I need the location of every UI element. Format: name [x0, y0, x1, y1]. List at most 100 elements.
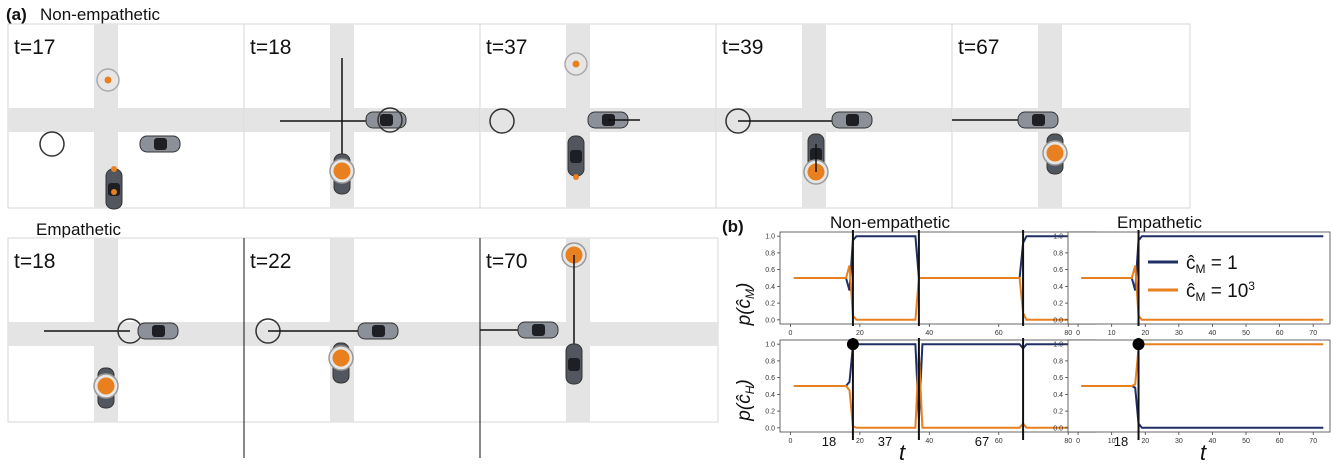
- frame-time-label: t=70: [486, 250, 527, 273]
- frame-panel: t=67: [951, 23, 1191, 209]
- y-tick-label: 0.2: [1053, 301, 1063, 308]
- human-agent-dot: [572, 60, 580, 68]
- road-vertical: [566, 24, 590, 208]
- y-tick-label: 0.8: [1053, 250, 1063, 257]
- road-horizontal: [8, 108, 246, 132]
- frame-time-label: t=18: [250, 36, 291, 59]
- y-tick-label: 1.0: [765, 234, 775, 241]
- car-icon: [137, 322, 179, 340]
- car-roof: [532, 324, 545, 336]
- agent-dot: [573, 174, 579, 180]
- y-tick-label: 0.8: [765, 250, 775, 257]
- y-tick-label: 0.4: [1053, 284, 1063, 291]
- human-agent-dot: [1046, 144, 1064, 162]
- series-line: [1081, 265, 1324, 321]
- road-vertical: [330, 238, 354, 422]
- car-roof: [568, 358, 580, 371]
- legend-entry-1: ĉM = 1: [1186, 253, 1238, 276]
- x-tick-label: 0: [1076, 330, 1080, 337]
- frame-panel: t=17: [7, 23, 247, 210]
- human-agent-dot: [333, 162, 351, 180]
- human-agent-dot: [97, 377, 115, 395]
- x-tick-label: 40: [1209, 330, 1217, 337]
- car-icon: [567, 135, 585, 177]
- y-tick-label: 0.4: [1053, 392, 1063, 399]
- x-axis-label-right: t: [1200, 440, 1207, 464]
- panel-b-label: (b): [722, 217, 744, 236]
- frame-time-label: t=39: [722, 36, 763, 59]
- frame-time-label: t=17: [14, 36, 55, 59]
- x-tick-label: 60: [1276, 438, 1284, 445]
- human-agent-dot: [104, 76, 112, 84]
- callout-t67: 67: [975, 434, 989, 449]
- frame-panel: t=18: [243, 23, 483, 209]
- panel-a-label: (a): [6, 5, 27, 24]
- x-tick-label: 20: [856, 438, 864, 445]
- human-agent-dot: [332, 349, 350, 367]
- x-tick-label: 40: [925, 330, 933, 337]
- callout-t18-left: 18: [822, 434, 836, 449]
- agent-dot: [111, 166, 117, 172]
- car-icon: [565, 343, 583, 385]
- x-tick-label: 30: [1175, 330, 1183, 337]
- y-tick-label: 0.4: [765, 284, 775, 291]
- series-line: [1081, 343, 1324, 387]
- x-tick-label: 80: [1064, 330, 1072, 337]
- y-axis-label-bottom: p(ĉH): [734, 379, 757, 421]
- x-tick-label: 30: [1175, 438, 1183, 445]
- x-tick-label: 60: [995, 330, 1003, 337]
- x-tick-label: 50: [1242, 438, 1250, 445]
- y-tick-label: 0.0: [765, 317, 775, 324]
- frame-panel: t=70: [479, 237, 719, 423]
- frame-panel: t=39: [715, 23, 955, 209]
- x-tick-label: 0: [788, 330, 792, 337]
- car-icon: [139, 135, 181, 153]
- x-tick-label: 20: [856, 330, 864, 337]
- x-tick-label: 50: [1242, 330, 1250, 337]
- frame-panel: t=18: [7, 237, 247, 423]
- frame-time-label: t=67: [958, 36, 999, 59]
- car-roof: [1032, 114, 1045, 126]
- x-tick-label: 80: [1064, 438, 1072, 445]
- x-tick-label: 60: [1276, 330, 1284, 337]
- x-tick-label: 20: [1141, 330, 1149, 337]
- y-tick-label: 0.6: [765, 375, 775, 382]
- y-tick-label: 0.8: [765, 358, 775, 365]
- legend: ĉM = 1 ĉM = 103: [1148, 253, 1255, 304]
- road-horizontal: [244, 108, 482, 132]
- event-marker: [846, 338, 859, 351]
- x-tick-label: 60: [995, 438, 1003, 445]
- x-axis-label-left: t: [899, 440, 906, 464]
- frame-panel: t=37: [479, 23, 719, 209]
- car-icon: [357, 322, 399, 340]
- y-tick-label: 0.8: [1053, 358, 1063, 365]
- y-tick-label: 0.2: [765, 409, 775, 416]
- car-icon: [1017, 111, 1059, 129]
- x-tick-label: 0: [1076, 438, 1080, 445]
- car-roof: [372, 325, 385, 337]
- car-roof: [380, 114, 393, 126]
- frame-time-label: t=37: [486, 36, 527, 59]
- y-tick-label: 1.0: [765, 342, 775, 349]
- x-tick-label: 10: [1108, 330, 1116, 337]
- y-tick-label: 0.0: [1053, 425, 1063, 432]
- y-tick-label: 0.2: [1053, 409, 1063, 416]
- car-roof: [154, 138, 167, 150]
- col-title-non-empathetic: Non-empathetic: [830, 213, 951, 232]
- y-tick-label: 0.6: [1053, 267, 1063, 274]
- car-icon: [831, 111, 873, 129]
- y-tick-label: 0.4: [765, 392, 775, 399]
- legend-entry-2: ĉM = 103: [1186, 279, 1255, 304]
- road-vertical: [566, 238, 590, 422]
- y-tick-label: 1.0: [1053, 342, 1063, 349]
- event-marker: [1132, 338, 1145, 351]
- x-tick-label: 20: [1141, 438, 1149, 445]
- frame-time-label: t=18: [14, 250, 55, 273]
- x-tick-label: 10: [1108, 438, 1116, 445]
- callout-t18-right: 18: [1114, 434, 1128, 449]
